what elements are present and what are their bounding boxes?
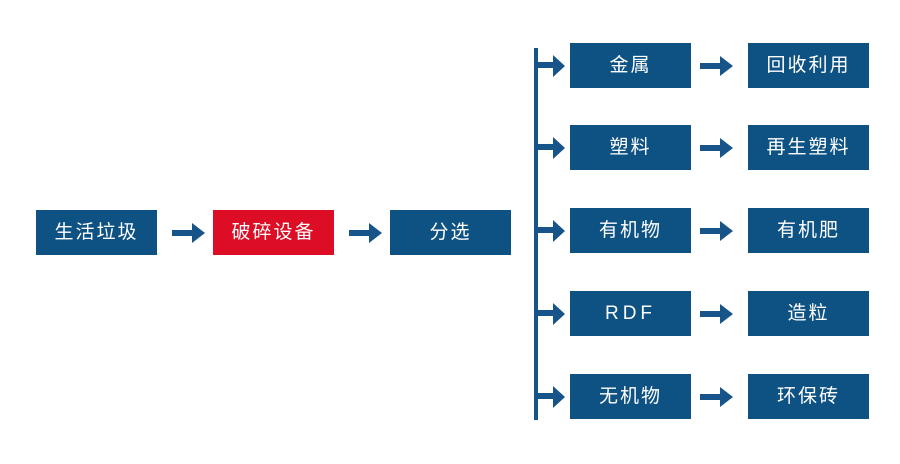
branch-product-eco-brick[interactable]: 环保砖 — [748, 374, 869, 419]
branch-product-pelletizing[interactable]: 造粒 — [748, 291, 869, 336]
branch-material-plastic[interactable]: 塑料 — [570, 125, 691, 170]
branch-product-recycled-plastic[interactable]: 再生塑料 — [748, 125, 869, 170]
arrow-right-icon — [700, 384, 734, 410]
arrow-right-icon — [349, 220, 383, 246]
branch-arrow-right-icon — [534, 219, 566, 243]
branch-arrow-right-icon — [534, 385, 566, 409]
branch-material-inorganic[interactable]: 无机物 — [570, 374, 691, 419]
branch-material-organic[interactable]: 有机物 — [570, 208, 691, 253]
flow-node-input-waste[interactable]: 生活垃圾 — [36, 210, 157, 255]
arrow-right-icon — [700, 135, 734, 161]
branch-product-organic-fertilizer[interactable]: 有机肥 — [748, 208, 869, 253]
arrow-right-icon — [172, 220, 206, 246]
branch-material-metal[interactable]: 金属 — [570, 43, 691, 88]
flow-node-sorting[interactable]: 分选 — [390, 210, 511, 255]
branch-material-rdf[interactable]: RDF — [570, 291, 691, 336]
arrow-right-icon — [700, 301, 734, 327]
vertical-spine-connector — [534, 48, 538, 420]
flow-node-crusher-equipment[interactable]: 破碎设备 — [213, 210, 334, 255]
arrow-right-icon — [700, 218, 734, 244]
branch-arrow-right-icon — [534, 54, 566, 78]
branch-product-recycling[interactable]: 回收利用 — [748, 43, 869, 88]
branch-arrow-right-icon — [534, 136, 566, 160]
branch-arrow-right-icon — [534, 302, 566, 326]
arrow-right-icon — [700, 53, 734, 79]
